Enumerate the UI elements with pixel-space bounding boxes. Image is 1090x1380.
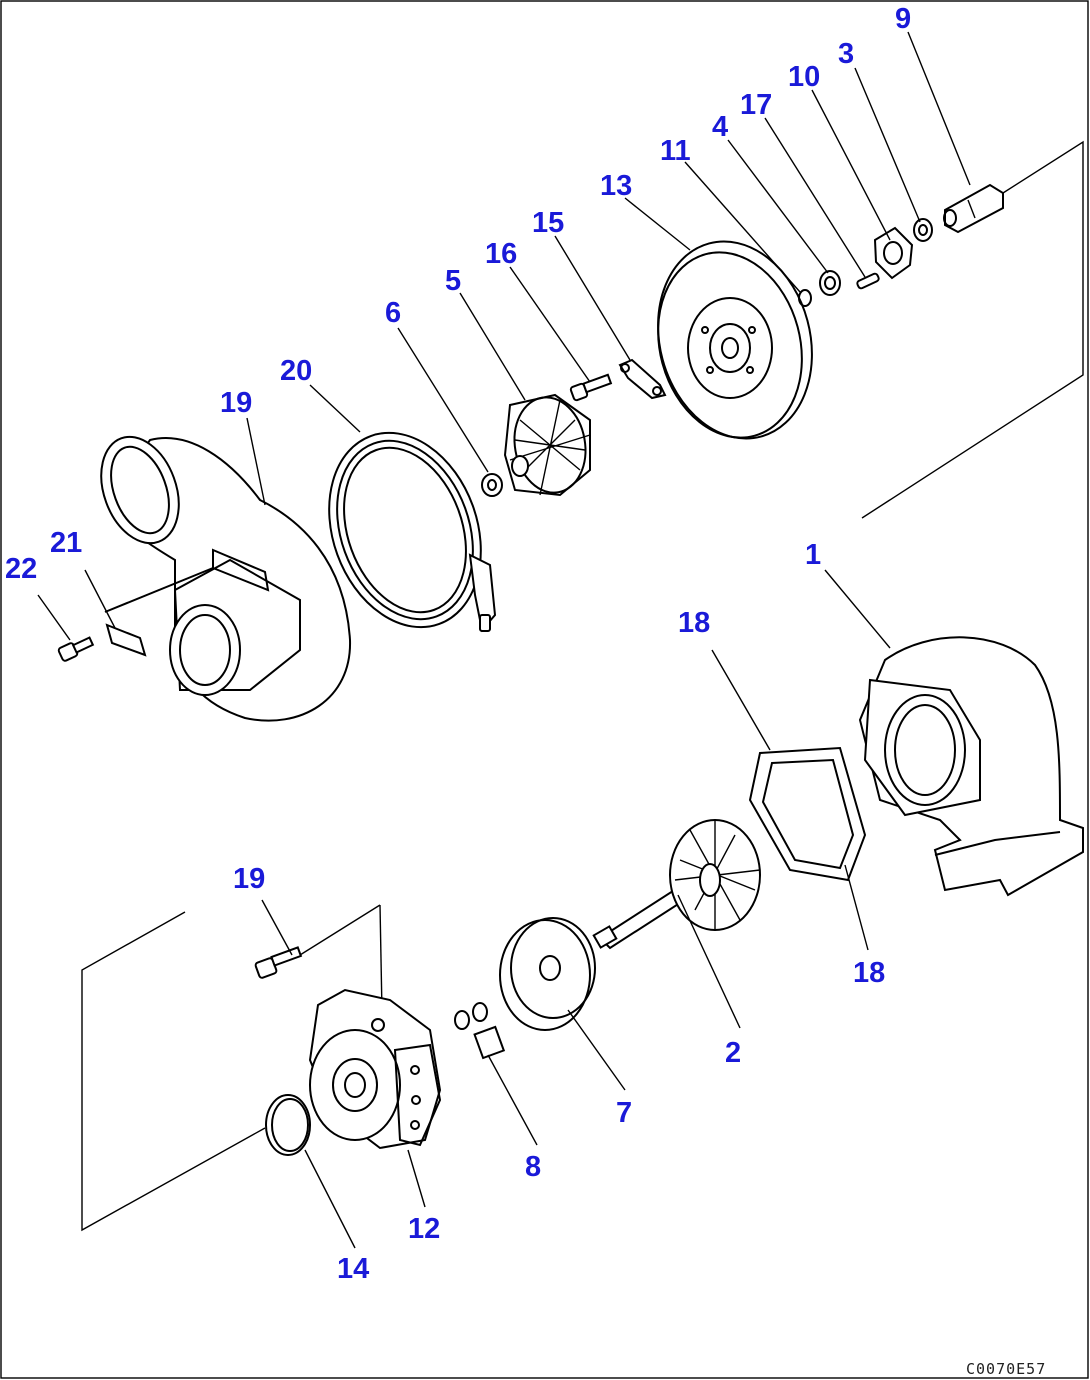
part-label-16: 16 xyxy=(485,238,517,270)
part-label-1: 1 xyxy=(805,539,821,571)
part-label-10: 10 xyxy=(788,61,820,93)
part-label-18-top: 18 xyxy=(678,607,710,639)
lock-plate-15 xyxy=(618,358,667,400)
bolt-16 xyxy=(569,373,613,402)
part-label-19: 19 xyxy=(233,863,265,895)
o-ring xyxy=(265,1094,311,1156)
part-label-21: 20 xyxy=(280,355,312,387)
leader-lines xyxy=(37,31,971,1249)
part-label-12: 12 xyxy=(408,1213,440,1245)
lock-plate xyxy=(105,623,147,657)
bolt-23 xyxy=(57,636,95,662)
part-label-20: 19 xyxy=(220,387,252,419)
bushing-9 xyxy=(943,183,1004,234)
part-label-2: 2 xyxy=(725,1037,741,1069)
turbine-wheel-shaft xyxy=(592,819,761,950)
center-housing xyxy=(308,988,442,1150)
back-plate xyxy=(657,240,813,440)
part-label-8: 8 xyxy=(525,1151,541,1183)
part-label-9: 9 xyxy=(895,3,911,35)
part-label-18-bottom: 18 xyxy=(853,957,885,989)
gasket-18 xyxy=(748,746,867,882)
heat-shield xyxy=(499,917,596,1031)
thrust-collar xyxy=(819,270,841,296)
thrust-bearing xyxy=(873,226,914,280)
assembly-guide-lines xyxy=(81,140,1084,1232)
part-label-6: 6 xyxy=(385,297,401,329)
compressor-wheel xyxy=(503,393,591,497)
piston-rings xyxy=(454,1002,506,1060)
part-labels: 9 3 10 17 4 11 13 15 16 5 6 20 19 21 22 … xyxy=(5,3,911,1285)
part-label-13: 13 xyxy=(600,170,632,202)
part-label-5: 5 xyxy=(445,265,461,297)
nut-6 xyxy=(481,473,503,497)
pin-17 xyxy=(856,272,880,290)
ring-3 xyxy=(913,218,933,242)
part-label-22: 21 xyxy=(50,527,82,559)
turbine-housing xyxy=(858,636,1084,897)
drawing-code: C0070E57 xyxy=(966,1360,1046,1378)
part-label-4: 4 xyxy=(712,111,728,143)
part-label-11: 11 xyxy=(660,135,691,167)
bolt-19 xyxy=(254,946,303,979)
v-band-clamp xyxy=(328,431,497,633)
part-label-14: 14 xyxy=(337,1253,369,1285)
snap-ring xyxy=(798,289,812,307)
part-label-15: 15 xyxy=(532,207,564,239)
part-label-3: 3 xyxy=(838,38,854,70)
part-label-7: 7 xyxy=(616,1097,632,1129)
compressor-housing xyxy=(100,435,352,722)
part-label-17: 17 xyxy=(740,89,772,121)
part-label-23: 22 xyxy=(5,553,37,585)
